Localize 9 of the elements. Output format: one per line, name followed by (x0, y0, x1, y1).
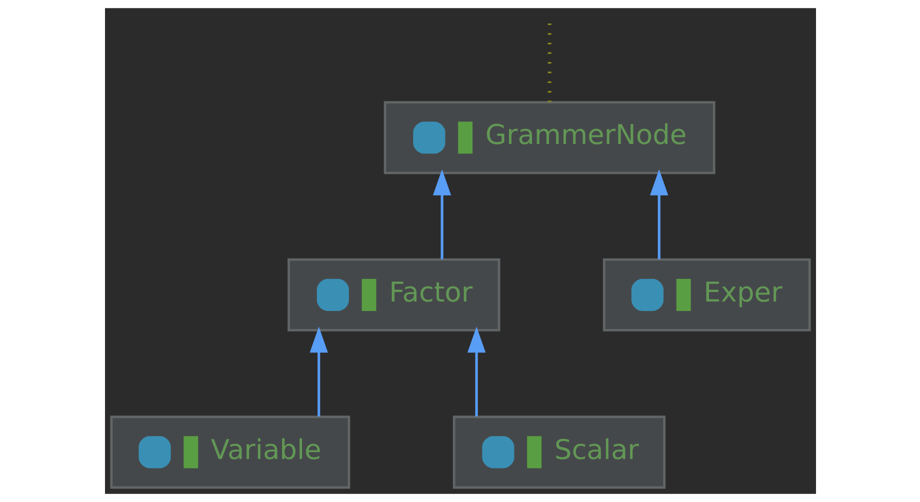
node-box: Variable (110, 416, 350, 489)
arrow (466, 326, 486, 416)
arrow (309, 326, 328, 416)
node-box: GrammerNode (383, 101, 715, 174)
arrow (432, 169, 451, 260)
node-box: Scalar (452, 416, 666, 489)
node-box: Factor (287, 258, 500, 332)
arrow (650, 169, 668, 260)
node-box: Exper (602, 258, 810, 332)
